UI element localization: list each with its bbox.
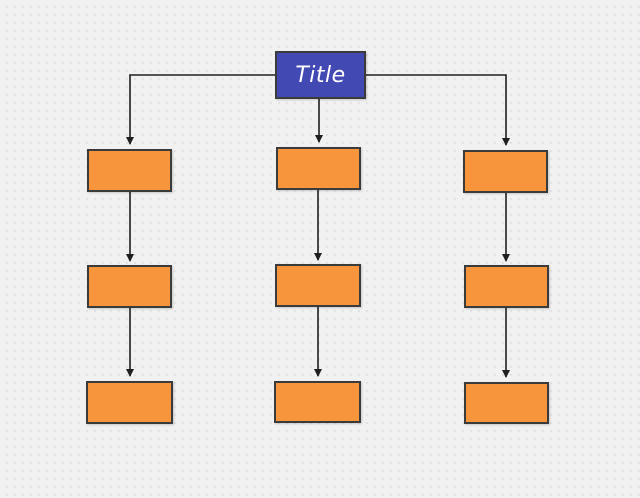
- title-node-label: Title: [295, 62, 346, 88]
- flow-node-col1-row3[interactable]: [86, 381, 173, 424]
- flow-node-col2-row2[interactable]: [275, 264, 361, 307]
- flow-node-col3-row1[interactable]: [463, 150, 548, 193]
- flow-node-col3-row2[interactable]: [464, 265, 549, 308]
- edge-title-to-col3-row1[interactable]: [366, 74, 510, 146]
- flow-node-col1-row2[interactable]: [87, 265, 172, 308]
- title-node[interactable]: Title: [275, 51, 366, 99]
- edge-title-to-col1-row1[interactable]: [126, 74, 275, 145]
- flow-node-col2-row3[interactable]: [274, 381, 361, 423]
- flow-node-col3-row3[interactable]: [464, 382, 549, 424]
- flow-node-col1-row1[interactable]: [87, 149, 172, 192]
- flow-node-col2-row1[interactable]: [276, 147, 361, 190]
